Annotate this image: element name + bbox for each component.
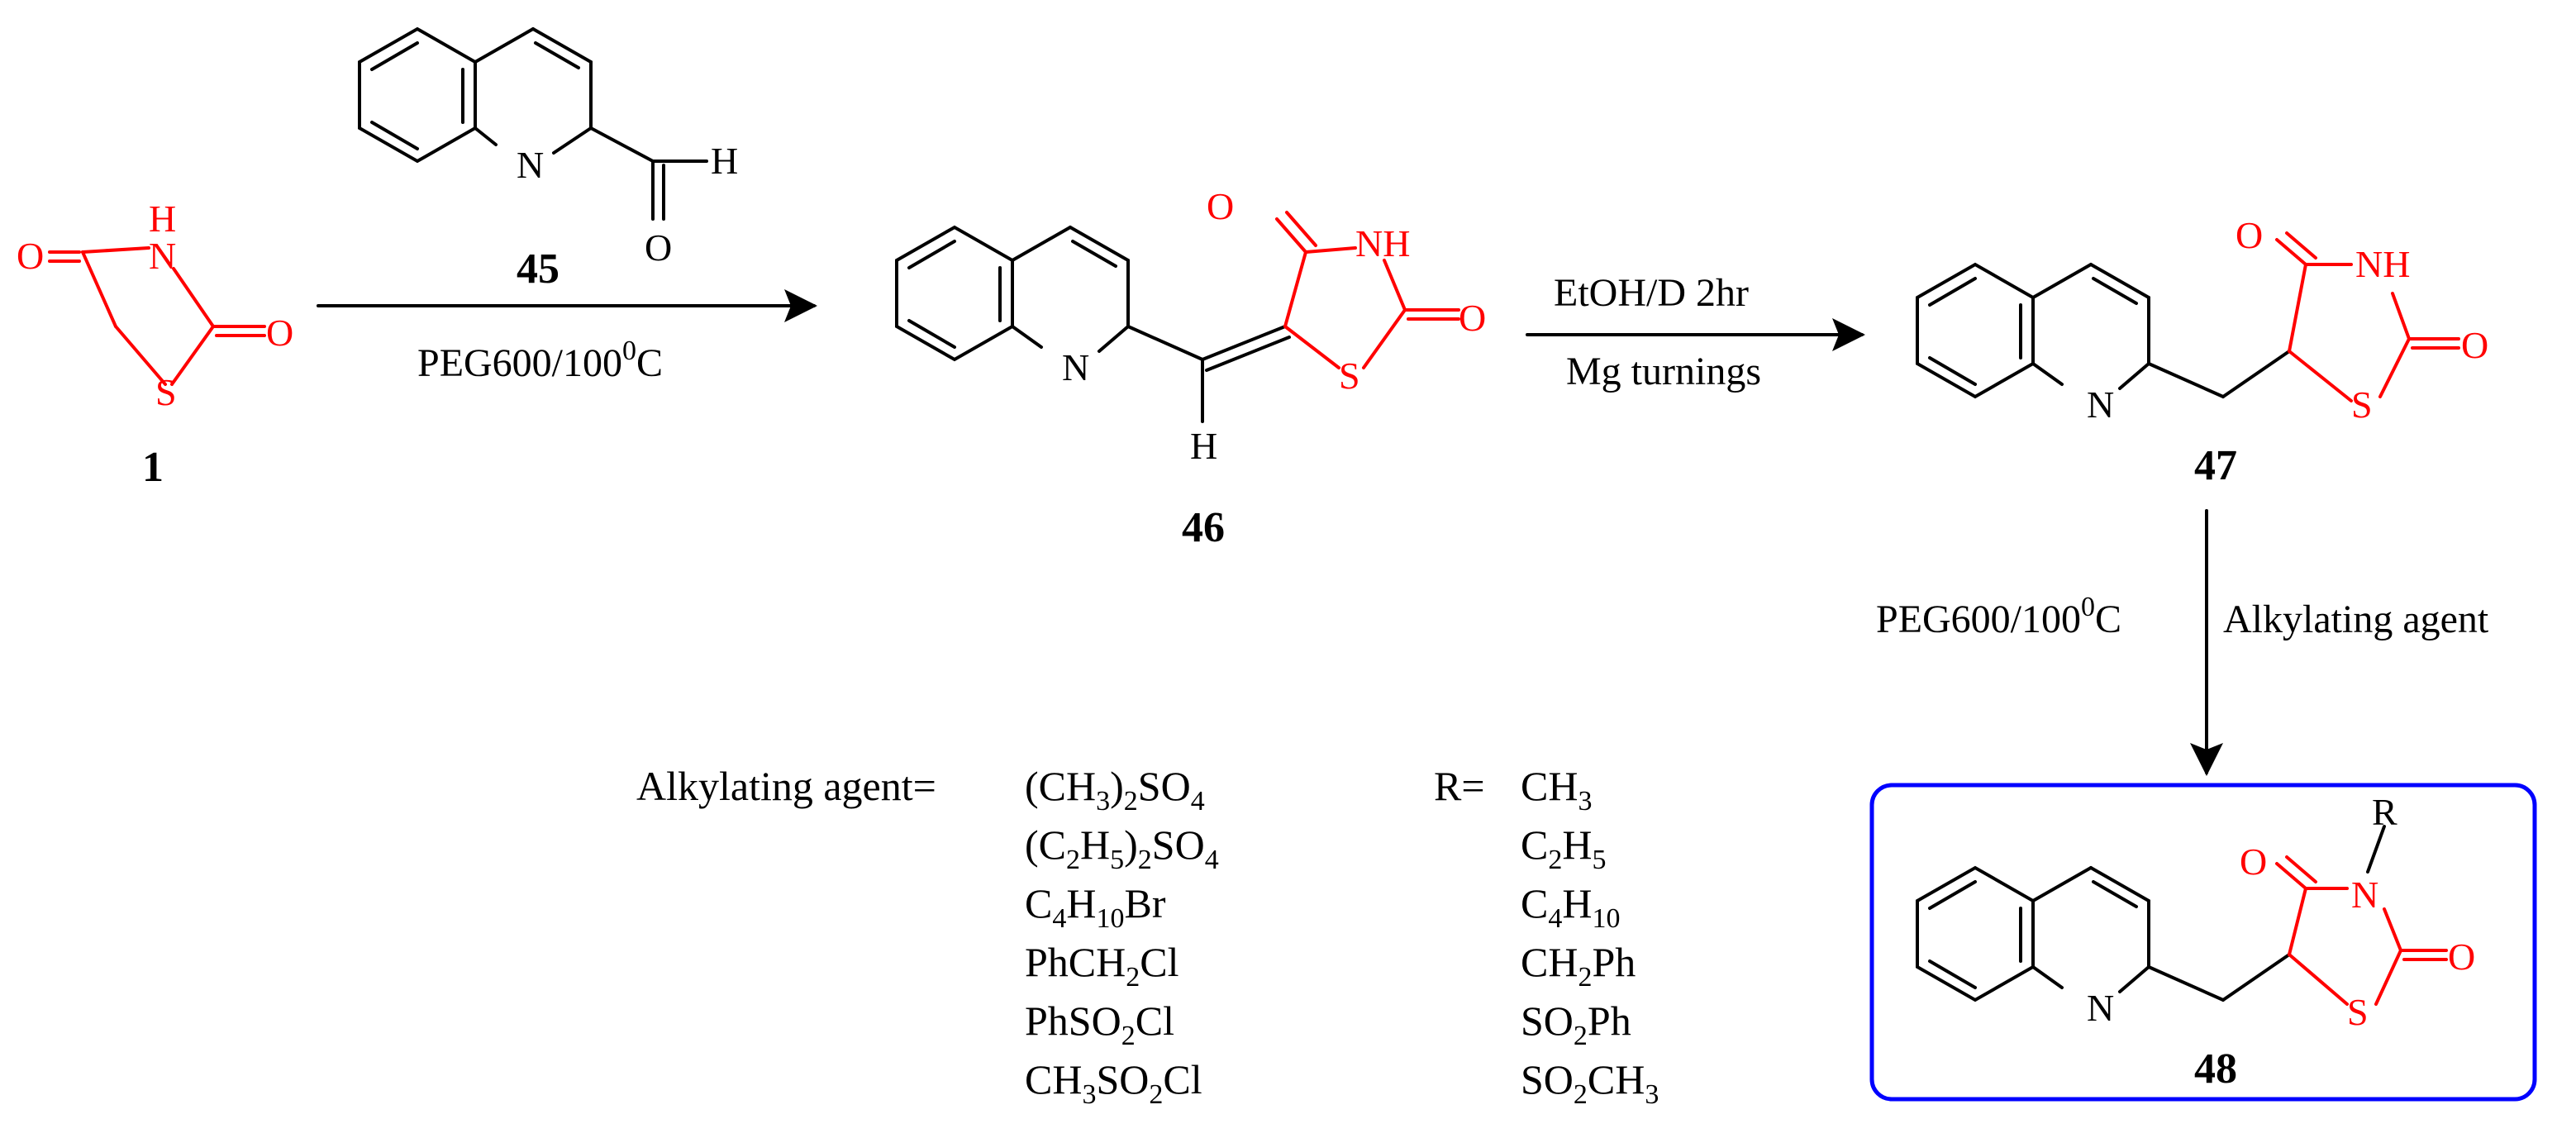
compound-46-label: 46 [1182, 504, 1225, 551]
r-group-formula: CH3 [1521, 763, 1592, 817]
r-group-formula: C4H10 [1521, 880, 1620, 934]
compound-1-atom-o-exo: O [266, 312, 293, 354]
compound-48-atom-s: S [2347, 991, 2369, 1033]
compound-46-atom-n: N [1062, 346, 1089, 388]
alkylating-agent-formula: CH3SO2Cl [1025, 1056, 1202, 1110]
compound-46-atom-o-exo: O [1459, 297, 1486, 339]
compound-1-atom-o-carbonyl: O [17, 235, 44, 277]
alkylating-agent-formula: (CH3)2SO4 [1025, 763, 1205, 817]
compound-47-label: 47 [2194, 442, 2237, 489]
alkylating-agent-header: Alkylating agent= [636, 763, 936, 809]
product-box [1869, 783, 2537, 1102]
compound-46-atom-h: H [1190, 425, 1217, 467]
compound-46-atom-s: S [1339, 355, 1360, 397]
compound-1-structure: O H N O S 1 [17, 198, 293, 491]
compound-47-atom-n: N [2087, 383, 2114, 426]
alkylating-agent-formula: (C2H5)2SO4 [1025, 821, 1219, 875]
compound-47-atom-o-carbonyl: O [2236, 214, 2263, 256]
r-group-formula: SO2Ph [1521, 998, 1631, 1051]
compound-1-atom-h: H [149, 198, 176, 240]
compound-45-atom-o: O [645, 226, 672, 269]
compound-45-label: 45 [517, 245, 559, 293]
r-group-formula: CH2Ph [1521, 939, 1636, 993]
compound-45-structure: N H O 45 [358, 26, 738, 293]
compound-48-atom-o-exo: O [2448, 936, 2475, 978]
alkylating-agent-formula: C4H10Br [1025, 880, 1166, 934]
compound-48-label: 48 [2194, 1045, 2237, 1093]
step3-condition-left: PEG600/1000C [1876, 592, 2121, 641]
alkylation-table: Alkylating agent= R= (CH3)2SO4 CH3 (C2H5)2… [636, 763, 1659, 1110]
compound-45-atom-h: H [711, 140, 738, 182]
compound-47-atom-nh: NH [2355, 243, 2410, 285]
compound-1-atom-s: S [155, 371, 177, 413]
step3-condition-right: Alkylating agent [2223, 598, 2489, 641]
r-group-formula: SO2CH3 [1521, 1056, 1659, 1110]
compound-48-atom-n: N [2087, 987, 2114, 1029]
step1-conditions: PEG600/1000C [417, 336, 663, 385]
step2-condition-top: EtOH/D 2hr [1554, 271, 1749, 315]
compound-48-atom-o-carbonyl: O [2240, 840, 2267, 883]
compound-46-atom-nh: NH [1355, 222, 1410, 264]
r-group-formula: C2H5 [1521, 821, 1606, 875]
compound-47-structure: N O NH O S 47 [1916, 214, 2488, 489]
alkylating-agent-formula: PhSO2Cl [1025, 998, 1174, 1051]
compound-1-atom-n: N [149, 235, 176, 277]
compound-47-atom-o-exo: O [2461, 324, 2488, 366]
compound-48-atom-r: R [2372, 791, 2397, 833]
compound-46-atom-o-carbonyl: O [1207, 185, 1234, 227]
compound-48-structure: N O N R O S 48 [1916, 791, 2475, 1093]
compound-46-structure: N H O NH O S 46 [895, 185, 1486, 551]
compound-48-atom-n-ring: N [2351, 874, 2378, 916]
compound-45-atom-n: N [517, 144, 544, 186]
compound-47-atom-s: S [2351, 383, 2373, 426]
r-group-header: R= [1434, 763, 1485, 809]
step2-condition-bottom: Mg turnings [1566, 350, 1761, 393]
compound-1-label: 1 [142, 444, 164, 491]
alkylating-agent-formula: PhCH2Cl [1025, 939, 1179, 993]
